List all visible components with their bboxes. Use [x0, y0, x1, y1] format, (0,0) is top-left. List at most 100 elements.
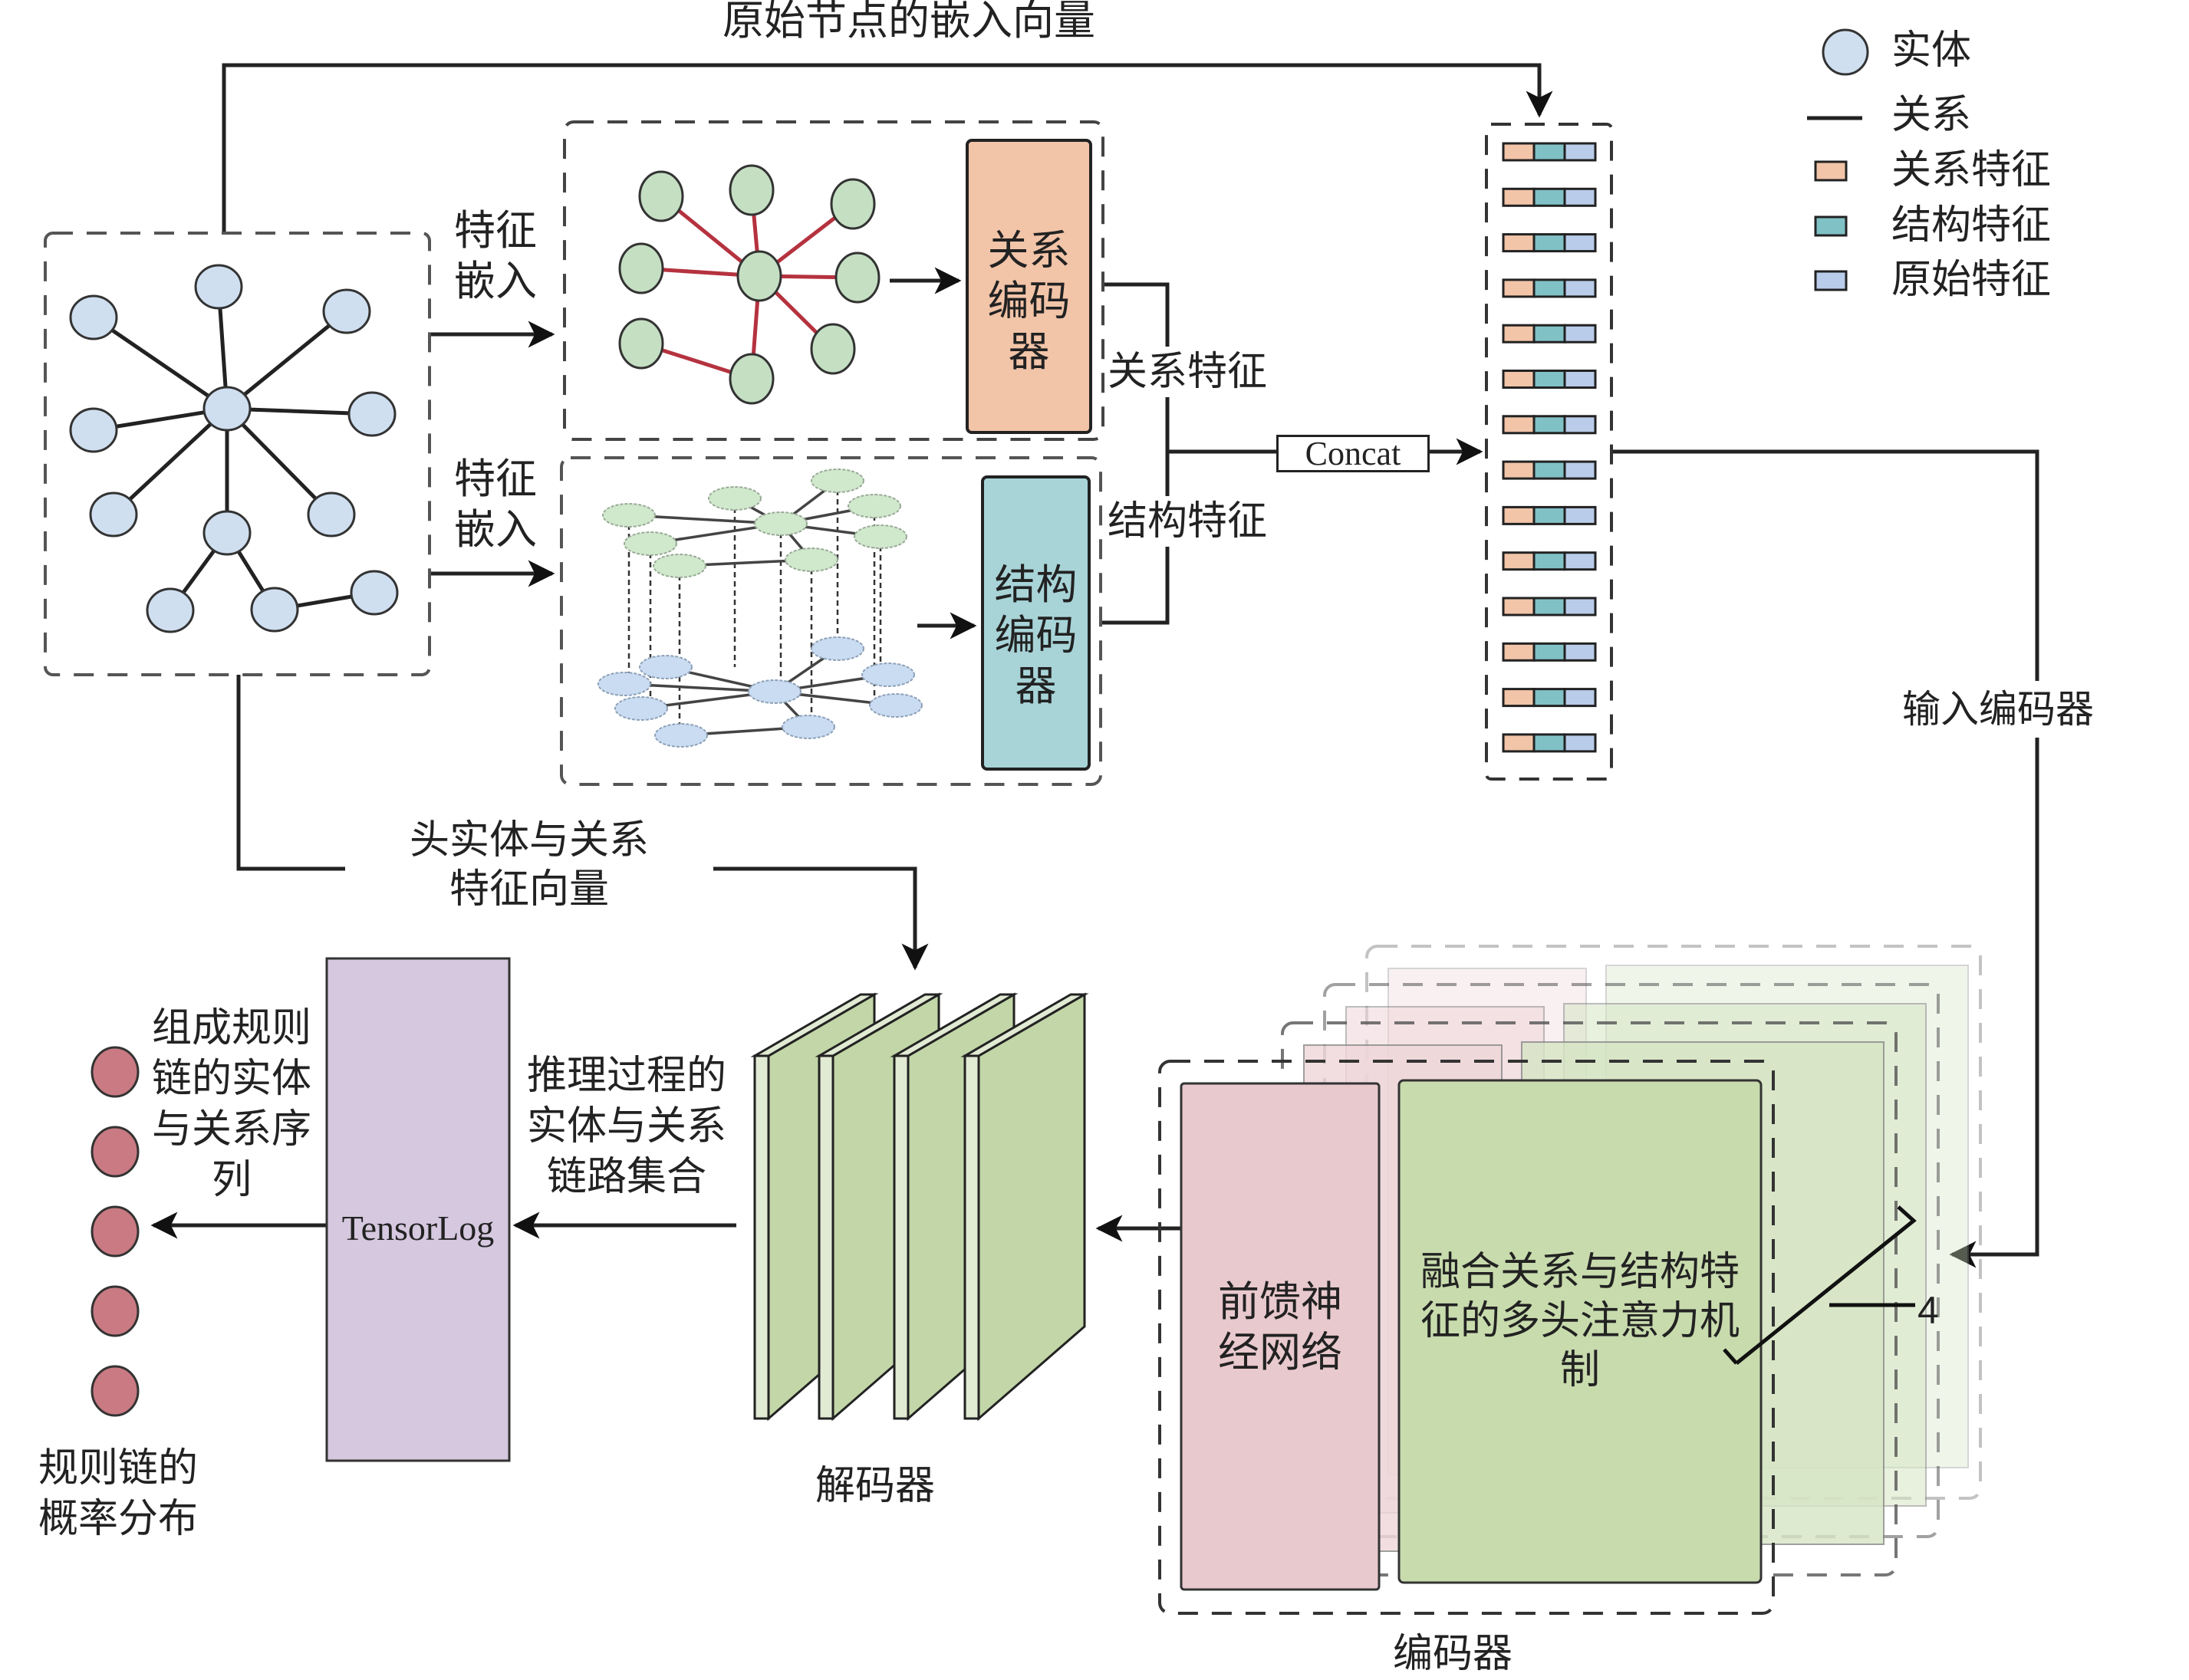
reasoning-line: 链路集合	[546, 1154, 706, 1200]
original-feature-cell	[1563, 551, 1597, 571]
feature-vector	[1502, 597, 1597, 616]
structure-feature-cell	[1532, 370, 1566, 389]
relation-edge	[92, 315, 229, 411]
relation-encoder-box	[966, 139, 1092, 434]
feature-embed-label-bottom: 特征 嵌入	[449, 454, 541, 555]
entity-node	[861, 662, 915, 687]
entity-node	[830, 178, 876, 230]
feature-vector	[1502, 460, 1597, 480]
entity-node	[202, 510, 252, 556]
connectors	[150, 63, 2039, 1268]
output-node	[91, 1365, 140, 1417]
input-encoder-arrow	[1611, 449, 2039, 1268]
relation-feature-cell	[1502, 233, 1536, 253]
reasoning-line: 实体与关系	[526, 1103, 726, 1149]
relation-edge	[225, 310, 348, 410]
decoder-plate-edge	[753, 1054, 770, 1420]
entity-node	[322, 288, 371, 334]
entity-node	[69, 294, 118, 340]
input-encoder-label: 输入编码器	[1902, 681, 2094, 738]
output-node	[91, 1126, 140, 1178]
original-feature-cell	[1563, 597, 1597, 616]
rule-seq-line: 列	[211, 1157, 252, 1203]
relation-feature-cell	[1502, 505, 1536, 525]
rule-seq-line: 链的实体	[151, 1056, 311, 1102]
attention-line: 制	[1559, 1347, 1600, 1393]
entity-node	[194, 264, 243, 310]
legend-relation-label: 关系	[1891, 92, 1972, 138]
decoder-plates	[750, 992, 1089, 1422]
entity-node	[69, 407, 118, 453]
original-feature-cell	[1563, 233, 1597, 253]
reasoning-line: 推理过程的	[526, 1053, 726, 1099]
entity-node	[708, 486, 762, 511]
feature-embed-label-top: 特征 嵌入	[449, 205, 541, 307]
feature-vector	[1502, 642, 1597, 662]
legend	[1807, 28, 1869, 291]
concat-box: Concat	[1276, 435, 1430, 472]
structure-feature-cell	[1532, 505, 1566, 525]
original-feature-cell	[1563, 688, 1597, 708]
feature-vector	[1502, 505, 1597, 525]
encoder-layer-border	[1158, 1060, 1775, 1615]
relation-feature-cell	[1502, 597, 1536, 616]
relation-edge	[225, 407, 333, 516]
decoder-plate-edge	[963, 1054, 980, 1420]
decoder-plate-edge	[893, 1054, 910, 1420]
relation-feature-cell	[1502, 278, 1536, 298]
rule-seq-line: 与关系序	[151, 1106, 311, 1152]
relation-feature-cell	[1502, 733, 1536, 753]
entity-node	[602, 503, 656, 528]
original-feature-cell	[1563, 460, 1597, 480]
legend-original-feature-label: 原始特征	[1891, 257, 2052, 303]
relation-feature-cell	[1502, 688, 1536, 708]
feature-vector-column	[1485, 123, 1613, 781]
relation-edge	[112, 407, 229, 516]
structure-encoder-line: 器	[1015, 662, 1057, 710]
relation-encoder-line: 关系	[987, 226, 1071, 275]
decoder-plate-edge	[818, 1054, 834, 1420]
structure-encoder-line: 编码	[994, 611, 1078, 659]
original-feature-cell	[1563, 505, 1597, 525]
attention-line: 征的多头注意力机	[1420, 1298, 1740, 1344]
relation-feature-cell	[1502, 142, 1536, 162]
feature-vector	[1502, 688, 1597, 708]
relation-feature-cell	[1502, 324, 1536, 344]
entity-node	[834, 252, 881, 304]
rule-prob-line: 规则链的	[38, 1445, 199, 1491]
relation-feature-cell	[1502, 415, 1536, 435]
structure-feature-cell	[1532, 233, 1566, 253]
ffn-block	[1180, 1082, 1381, 1591]
entity-node	[89, 492, 138, 538]
original-embedding-label: 原始节点的嵌入向量	[723, 0, 1095, 44]
entity-node	[624, 531, 677, 556]
original-feature-cell	[1563, 278, 1597, 298]
entity-node	[307, 492, 356, 538]
structure-feature-cell	[1532, 733, 1566, 753]
legend-structure-feature-label: 结构特征	[1891, 202, 2052, 248]
tensorlog-box	[325, 957, 511, 1462]
original-feature-cell	[1563, 370, 1597, 389]
entity-node	[618, 317, 664, 370]
ffn-line: 前馈神	[1218, 1277, 1342, 1326]
head-entity-arrow	[713, 866, 929, 971]
legend-original-feature-icon	[1814, 270, 1848, 291]
entity-node	[638, 170, 684, 222]
structure-feature-cell	[1532, 688, 1566, 708]
feature-embed-line: 嵌入	[454, 505, 537, 554]
attention-label: 融合关系与结构特 征的多头注意力机 制	[1399, 1248, 1761, 1395]
output-node	[91, 1285, 140, 1337]
entity-node	[639, 655, 693, 679]
head-entity-connector	[236, 675, 345, 871]
original-feature-cell	[1563, 324, 1597, 344]
relation-feature-cell	[1502, 370, 1536, 389]
relation-graph-box	[563, 120, 1104, 441]
entity-node	[848, 494, 901, 518]
entity-node	[618, 242, 664, 294]
structure-feature-cell	[1532, 460, 1566, 480]
structure-feature-cell	[1532, 597, 1566, 616]
entity-node	[597, 672, 651, 696]
encoder-label: 编码器	[1393, 1631, 1513, 1677]
feature-vector	[1502, 551, 1597, 571]
